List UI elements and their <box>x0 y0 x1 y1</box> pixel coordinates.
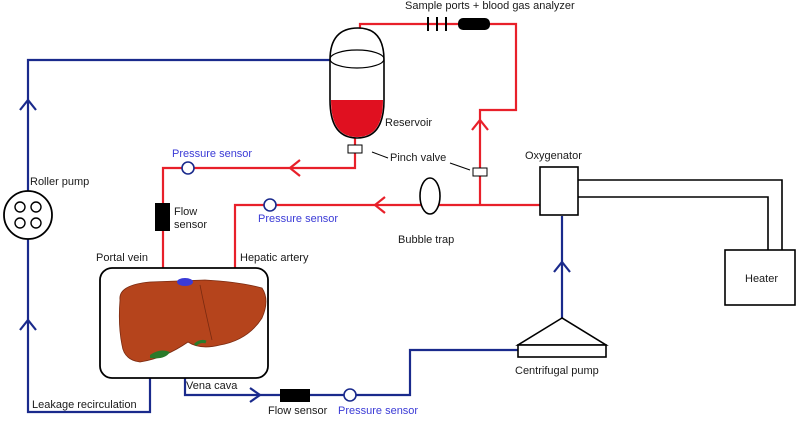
pressure-sensor-vc <box>343 388 357 402</box>
pressure-sensor-portal-label: Pressure sensor <box>172 148 253 160</box>
arrow-up-pump <box>553 260 571 273</box>
arrow-up-lower <box>19 318 37 331</box>
pressure-sensor-portal <box>181 161 195 175</box>
roller-pump-label: Roller pump <box>30 176 90 188</box>
vena-cava-label: Vena cava <box>186 380 238 392</box>
reservoir <box>329 27 385 139</box>
bubble-trap <box>419 177 441 215</box>
oxygenator <box>539 166 579 216</box>
roller-pump <box>3 190 53 240</box>
reservoir-rim <box>329 49 385 69</box>
sample-loop-line <box>358 22 518 205</box>
vena-cava-line <box>183 348 518 397</box>
pressure-sensor-artery <box>263 198 277 212</box>
reservoir-blood <box>331 100 383 137</box>
centrifugal-pump <box>515 317 609 358</box>
oxygenator-label: Oxygenator <box>525 150 582 162</box>
sample-ports-label: Sample ports + blood gas analyzer <box>405 0 575 12</box>
venous-lines <box>19 58 571 414</box>
pinch-valve-left <box>347 144 363 154</box>
flow-sensor-portal-label: Flow sensor <box>174 206 208 231</box>
pressure-sensor-artery-label: Pressure sensor <box>258 213 339 225</box>
arrow-right-vc <box>249 387 262 403</box>
sample-ports <box>427 17 490 31</box>
arrow-up-sample <box>471 118 489 131</box>
leakage-recirculation-label: Leakage recirculation <box>32 399 137 411</box>
heater-label: Heater <box>745 273 779 285</box>
heater <box>724 249 796 306</box>
reservoir-label: Reservoir <box>385 117 433 129</box>
pinch-valve-right <box>472 167 488 177</box>
hepatic-artery-label: Hepatic artery <box>240 252 309 264</box>
heater-line-inner <box>578 196 769 250</box>
arrow-left-artery <box>373 196 386 214</box>
centrifugal-pump-label: Centrifugal pump <box>515 365 599 377</box>
flow-sensor-portal <box>155 203 170 231</box>
portal-vein-label: Portal vein <box>96 252 148 264</box>
recirculation-line <box>26 58 330 414</box>
arrow-up-upper <box>19 98 37 111</box>
flow-sensor-vc <box>280 389 310 402</box>
pressure-sensor-vc-label: Pressure sensor <box>338 405 419 417</box>
heater-lines <box>578 179 783 250</box>
liver-illustration <box>118 278 267 363</box>
arrow-left-portal <box>288 159 301 177</box>
flow-sensor-vc-label: Flow sensor <box>268 405 328 417</box>
bubble-trap-label: Bubble trap <box>398 234 455 246</box>
pinch-valve-label: Pinch valve <box>390 152 447 164</box>
blood-gas-analyzer <box>458 18 490 30</box>
heater-line-outer <box>578 179 783 250</box>
